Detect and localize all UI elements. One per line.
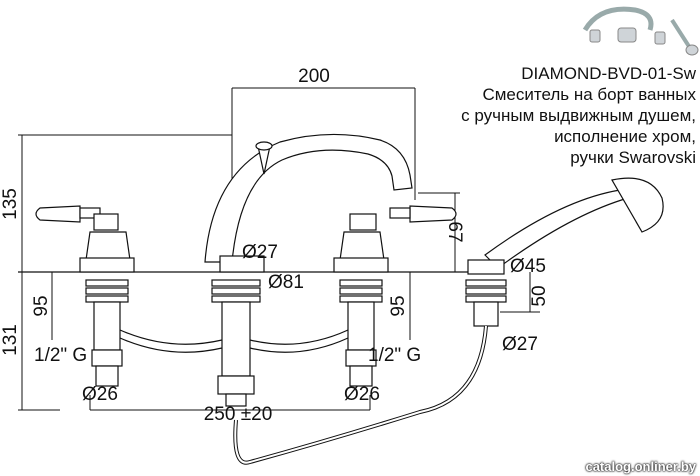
dim-below-deck: 131: [0, 324, 21, 356]
watermark: catalog.onliner.by: [585, 459, 696, 474]
spout: [204, 133, 413, 407]
dim-centers: 250 ±20: [204, 404, 273, 425]
product-description-line: Смеситель на борт ванных: [482, 85, 696, 104]
product-title-block: DIAMOND-BVD-01-Sw Смеситель на борт ванн…: [461, 63, 696, 168]
dim-shower-flange-dia: Ø45: [510, 256, 546, 277]
product-description-line: с ручным выдвижным душем,: [461, 106, 696, 125]
left-valve: [35, 205, 135, 387]
dim-height-above-deck: 135: [0, 188, 21, 220]
height-dimension-lines: [18, 87, 540, 411]
dim-spout-reach: 200: [298, 66, 330, 87]
dim-body-depth-left: 95: [31, 295, 52, 316]
hand-shower: [465, 177, 664, 327]
dim-shower-base-dia: Ø27: [502, 334, 538, 355]
dim-valve-dia-left: Ø26: [82, 384, 118, 405]
dim-thread-left: 1/2" G: [34, 345, 87, 366]
dim-spout-flange-dia: Ø81: [268, 272, 304, 293]
dim-thread-right: 1/2" G: [368, 345, 421, 366]
dim-body-depth-right: 95: [388, 295, 409, 316]
dim-hose-outlet-depth: 50: [529, 285, 550, 306]
dim-valve-dia-right: Ø26: [344, 384, 380, 405]
connecting-pipes: [119, 329, 349, 353]
dim-spout-height: 67: [444, 221, 465, 242]
product-model: DIAMOND-BVD-01-Sw: [521, 64, 696, 83]
right-valve: [333, 205, 457, 387]
faucet-thumbnail-icon: [582, 6, 699, 56]
product-description-line: исполнение хром,: [554, 127, 696, 146]
dim-spout-base-dia: Ø27: [242, 242, 278, 263]
product-description-line: ручки Swarovski: [570, 148, 696, 167]
